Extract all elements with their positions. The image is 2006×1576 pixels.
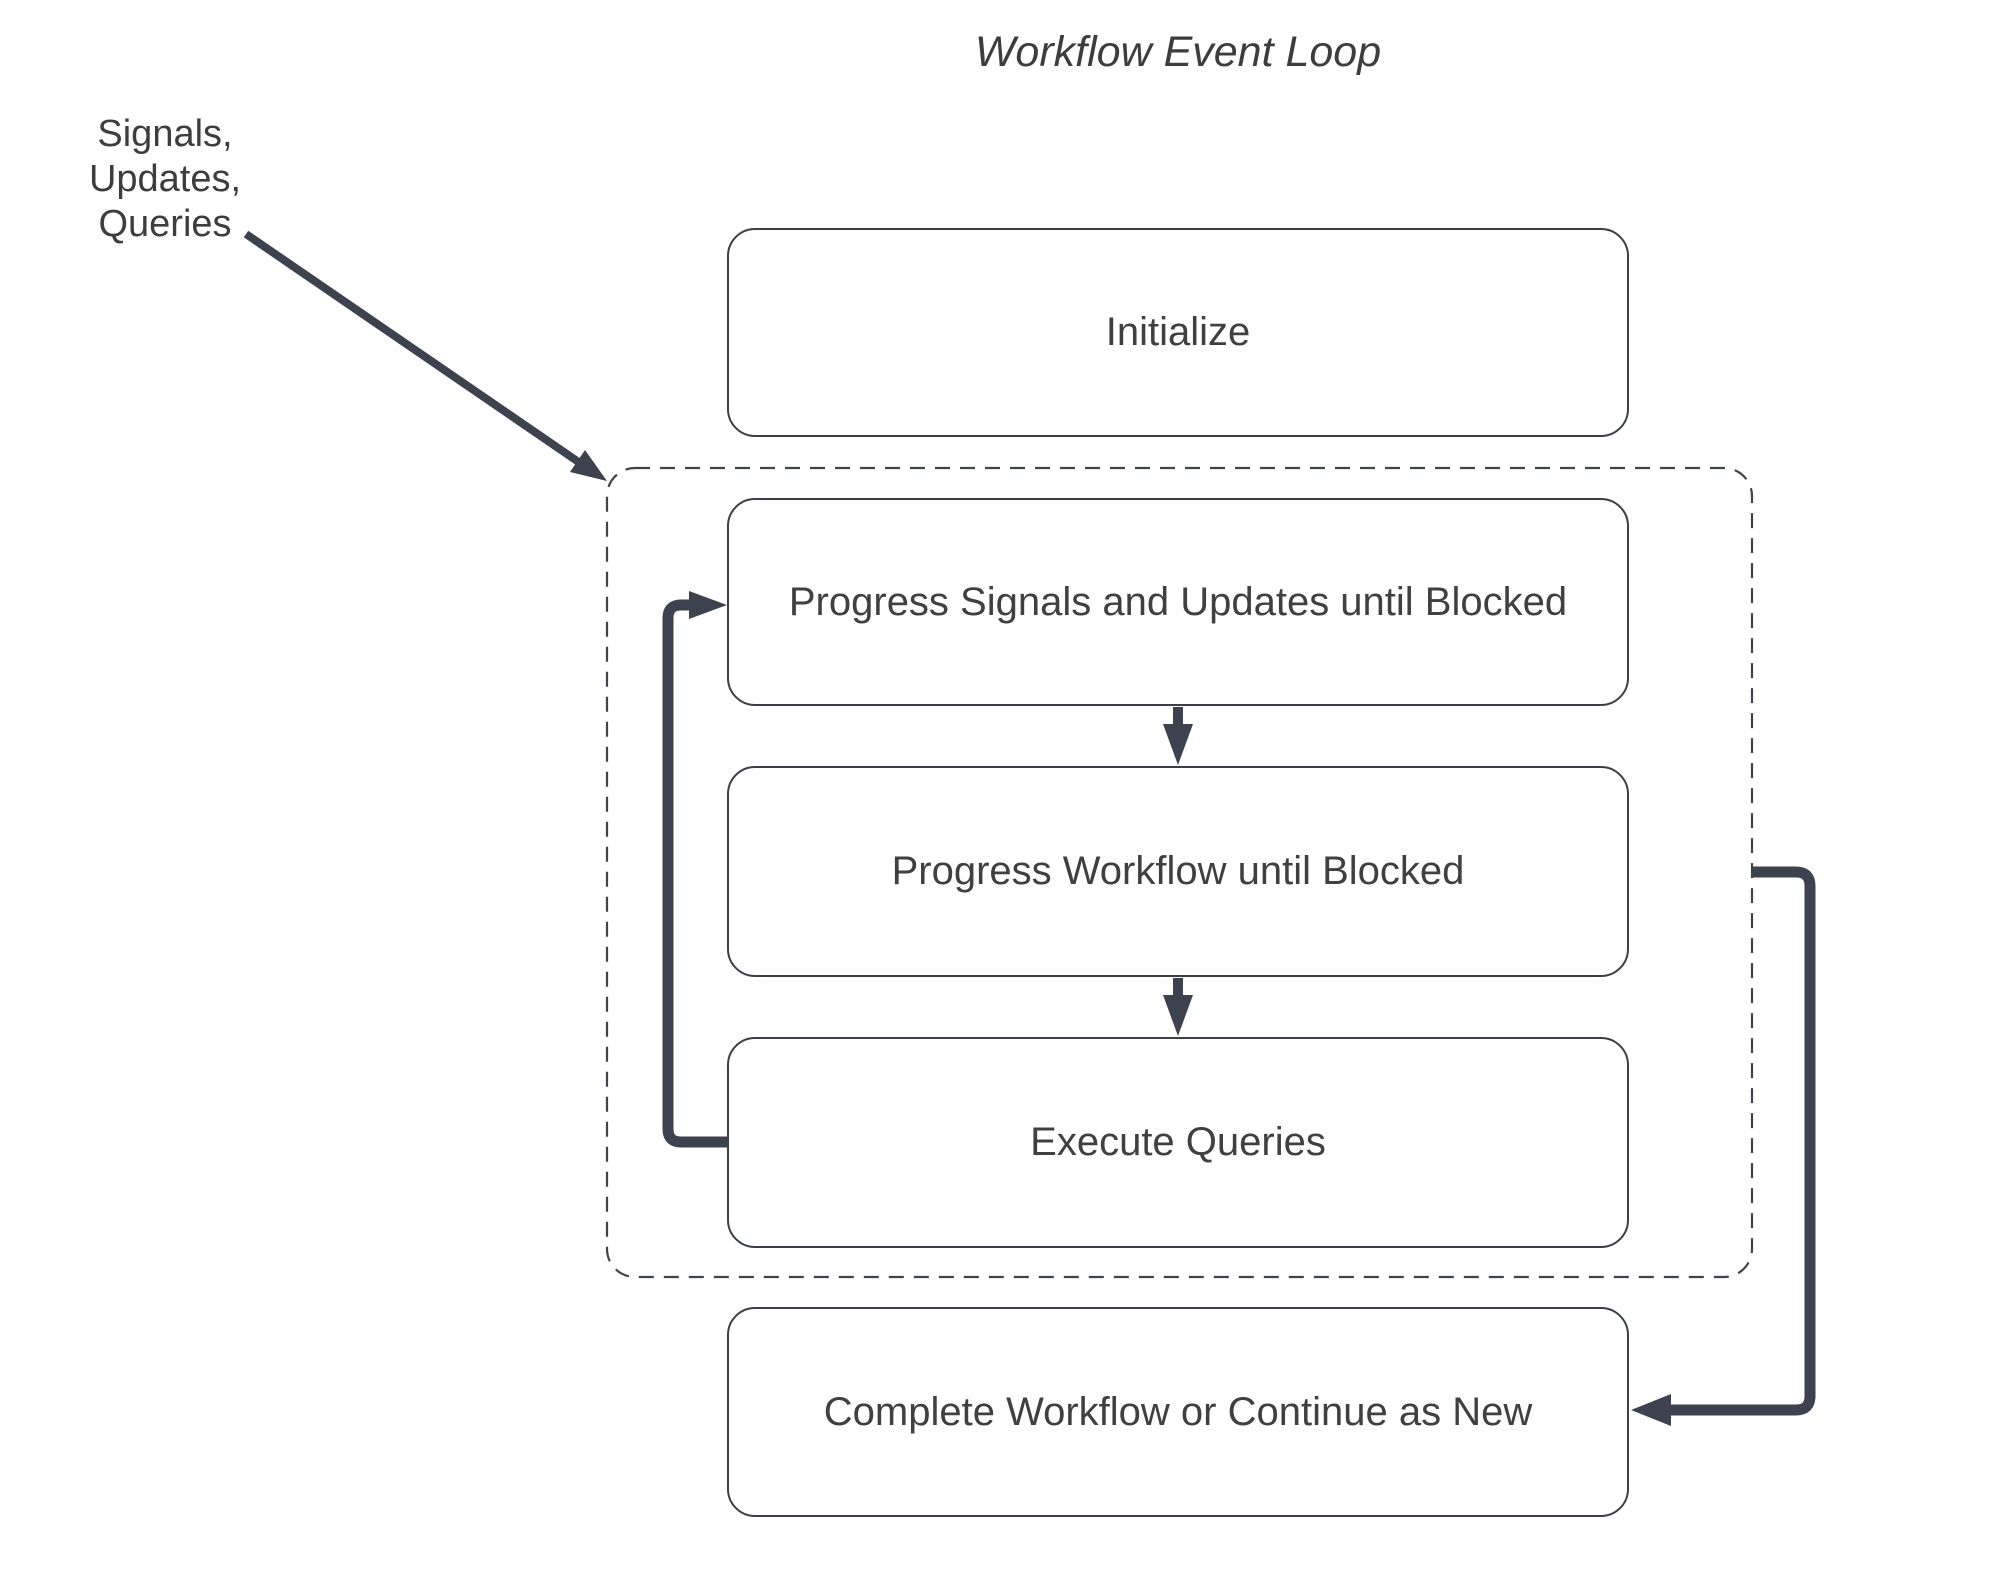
node-progress-workflow-label: Progress Workflow until Blocked <box>891 849 1465 893</box>
node-execute-queries-label: Execute Queries <box>1030 1120 1326 1164</box>
down-arrow-workflow-to-queries <box>1163 978 1193 1036</box>
node-initialize-label: Initialize <box>1105 310 1251 354</box>
node-progress-workflow: Progress Workflow until Blocked <box>727 766 1629 977</box>
continue-as-new-arrow <box>1631 866 1816 1426</box>
node-initialize: Initialize <box>727 228 1629 437</box>
external-input-arrow <box>243 230 607 481</box>
node-progress-signals: Progress Signals and Updates until Block… <box>727 498 1629 706</box>
external-input-label: Signals, Updates, Queries <box>88 113 242 245</box>
loop-back-arrow <box>662 591 729 1148</box>
diagram-title: Workflow Event Loop <box>974 28 1382 76</box>
node-complete-workflow: Complete Workflow or Continue as New <box>727 1307 1629 1517</box>
down-arrow-signals-to-workflow <box>1163 707 1193 765</box>
node-execute-queries: Execute Queries <box>727 1037 1629 1248</box>
node-progress-signals-label: Progress Signals and Updates until Block… <box>788 579 1568 624</box>
node-complete-workflow-label: Complete Workflow or Continue as New <box>823 1389 1533 1434</box>
